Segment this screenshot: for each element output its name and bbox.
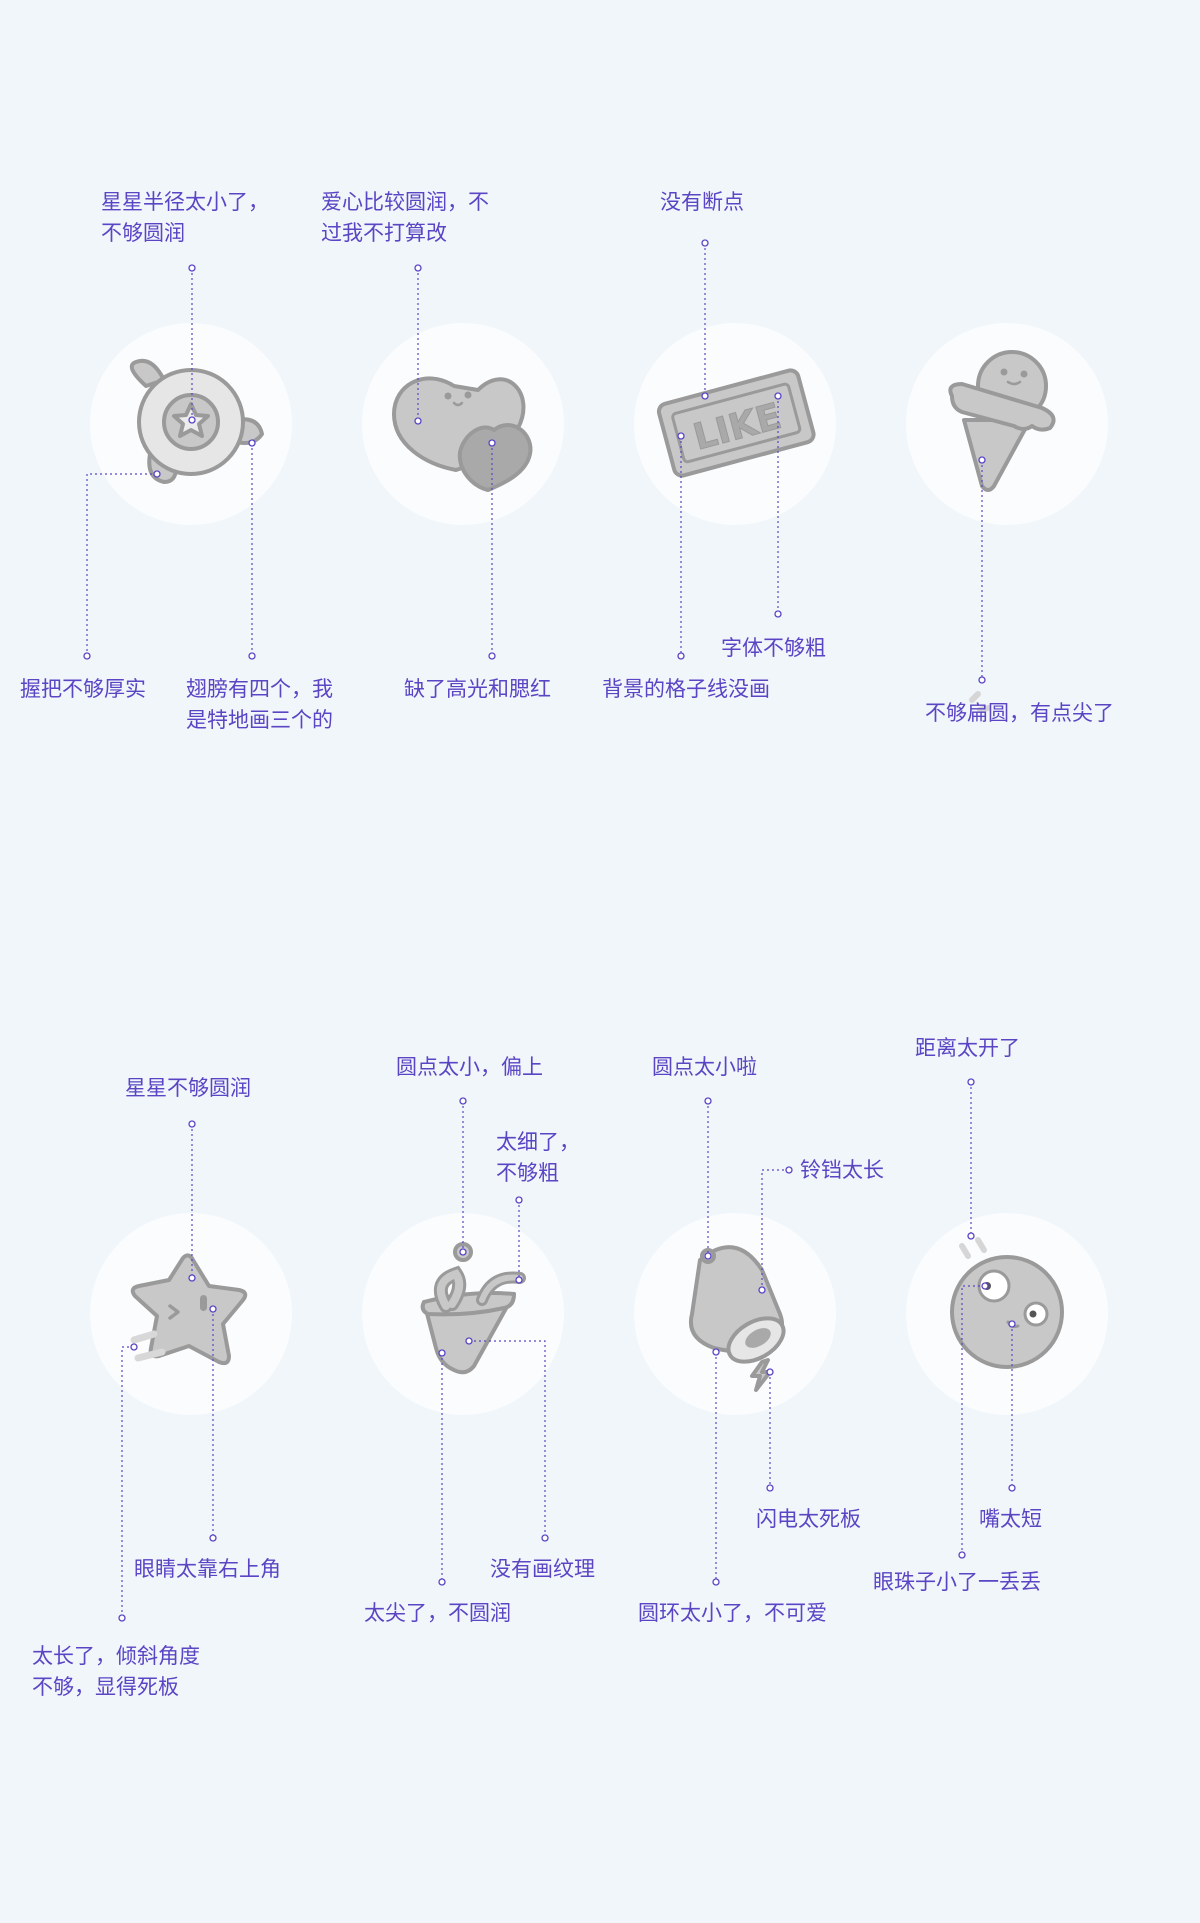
annotation-label: 距离太开了: [915, 1036, 1020, 1060]
annotation-label: 翅膀有四个，我 是特地画三个的: [186, 677, 333, 732]
annotation-label: 圆点太小啦: [652, 1055, 757, 1079]
annotation-label: 眼睛太靠右上角: [134, 1557, 281, 1581]
annotation-label: 没有画纹理: [490, 1557, 595, 1581]
annotation-label: 眼珠子小了一丢丢: [873, 1570, 1041, 1594]
bell-icon: [689, 1245, 786, 1392]
hearts-icon: [392, 376, 533, 492]
annotation-label: 握把不够厚实: [20, 677, 146, 701]
annotation-label: 太长了，倾斜角度 不够，显得死板: [32, 1644, 200, 1699]
annotation-label: 闪电太死板: [756, 1507, 861, 1531]
annotation-label: 没有断点: [660, 190, 744, 214]
annotation-label: 缺了高光和腮红: [404, 677, 551, 701]
annotation-label: 圆点太小，偏上: [396, 1055, 543, 1079]
bag-candy-icon: [420, 1242, 526, 1375]
annotation-label: 爱心比较圆润，不 过我不打算改: [321, 190, 489, 245]
annotation-label: 不够扁圆，有点尖了: [925, 701, 1114, 725]
ice-cream-icon: [948, 350, 1056, 713]
annotation-label: 星星不够圆润: [125, 1076, 251, 1100]
annotation-label: 圆环太小了，不可爱: [638, 1601, 827, 1625]
annotation-label: 太尖了，不圆润: [364, 1601, 511, 1625]
annotation-label: 字体不够粗: [721, 636, 826, 660]
annotation-label: 嘴太短: [979, 1507, 1042, 1531]
annotation-label: 太细了， 不够粗: [496, 1130, 580, 1185]
star-face-icon: [130, 1253, 248, 1366]
annotation-label: 背景的格子线没画: [602, 677, 770, 701]
annotation-label: 星星半径太小了， 不够圆润: [101, 190, 269, 245]
annotation-label: 铃铛太长: [800, 1158, 884, 1182]
annotation-leaders: [83, 239, 1016, 1622]
